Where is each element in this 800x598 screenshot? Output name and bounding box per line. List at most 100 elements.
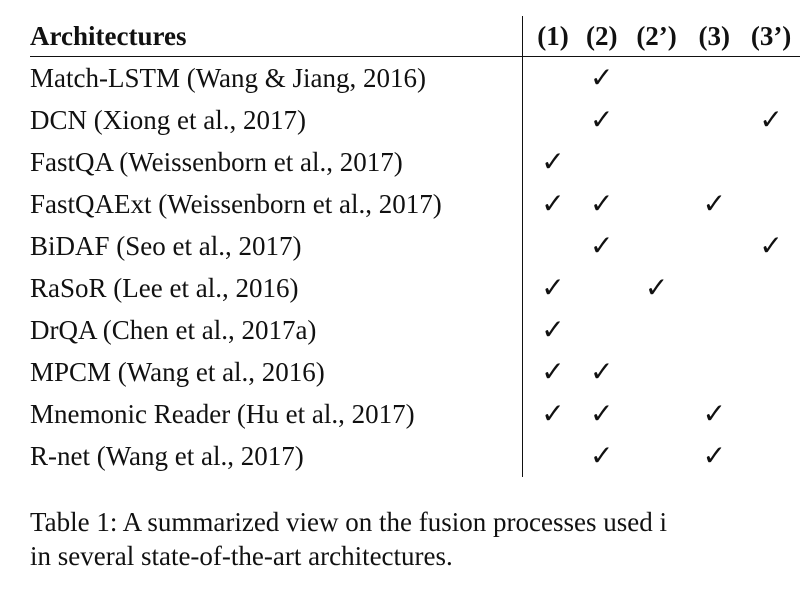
fusion-cell — [627, 435, 687, 477]
table-row: FastQAExt (Weissenborn et al., 2017) ✓ ✓ ✓ — [30, 183, 800, 225]
check-icon: ✓ — [590, 61, 614, 94]
fusion-cell — [523, 225, 577, 267]
architecture-name: DCN (Xiong et al., 2017) — [30, 99, 524, 141]
fusion-cell — [627, 99, 687, 141]
check-icon: ✓ — [541, 355, 565, 388]
check-icon: ✓ — [590, 397, 614, 430]
fusion-cell: ✓ — [523, 393, 577, 435]
fusion-cell: ✓ — [523, 267, 577, 309]
fusion-cell: ✓ — [523, 141, 577, 183]
table-row: DCN (Xiong et al., 2017) ✓ ✓ — [30, 99, 800, 141]
table-row: Mnemonic Reader (Hu et al., 2017) ✓ ✓ ✓ — [30, 393, 800, 435]
architecture-name: BiDAF (Seo et al., 2017) — [30, 225, 524, 267]
header-col-3-prime: (3’) — [742, 16, 800, 57]
architecture-name: R-net (Wang et al., 2017) — [30, 435, 524, 477]
fusion-cell — [627, 57, 687, 100]
fusion-cell — [686, 309, 742, 351]
fusion-cell: ✓ — [577, 225, 627, 267]
fusion-cell: ✓ — [742, 99, 800, 141]
fusion-cell: ✓ — [742, 225, 800, 267]
fusion-cell: ✓ — [523, 351, 577, 393]
check-icon: ✓ — [702, 397, 727, 430]
table-row: R-net (Wang et al., 2017) ✓ ✓ — [30, 435, 800, 477]
fusion-cell — [742, 351, 800, 393]
table-row: BiDAF (Seo et al., 2017) ✓ ✓ — [30, 225, 800, 267]
fusion-cell — [523, 57, 577, 100]
fusion-cell — [686, 57, 742, 100]
check-icon: ✓ — [541, 313, 565, 346]
fusion-cell — [627, 225, 687, 267]
fusion-cell — [742, 393, 800, 435]
fusion-cell — [627, 393, 687, 435]
header-row: Architectures (1) (2) (2’) (3) (3’) — [30, 16, 800, 57]
fusion-cell — [523, 435, 577, 477]
fusion-cell — [627, 309, 687, 351]
fusion-cell: ✓ — [686, 393, 742, 435]
table-body: Match-LSTM (Wang & Jiang, 2016)✓DCN (Xio… — [30, 56, 800, 477]
check-icon: ✓ — [541, 397, 565, 430]
table-row: FastQA (Weissenborn et al., 2017) ✓ — [30, 141, 800, 183]
fusion-cell: ✓ — [627, 267, 687, 309]
fusion-cell: ✓ — [577, 57, 627, 100]
check-icon: ✓ — [541, 271, 565, 304]
architecture-name: DrQA (Chen et al., 2017a) — [30, 309, 524, 351]
fusion-cell: ✓ — [523, 183, 577, 225]
fusion-cell: ✓ — [577, 393, 627, 435]
table-row: DrQA (Chen et al., 2017a) ✓ — [30, 309, 800, 351]
fusion-cell — [686, 351, 742, 393]
architecture-name: FastQA (Weissenborn et al., 2017) — [30, 141, 524, 183]
caption-line-1: Table 1: A summarized view on the fusion… — [30, 507, 667, 537]
architecture-name: FastQAExt (Weissenborn et al., 2017) — [30, 183, 524, 225]
table-row: RaSoR (Lee et al., 2016) ✓ ✓ — [30, 267, 800, 309]
check-icon: ✓ — [590, 355, 614, 388]
check-icon: ✓ — [644, 271, 669, 304]
fusion-cell — [686, 267, 742, 309]
check-icon: ✓ — [590, 439, 614, 472]
header-col-2: (2) — [576, 16, 627, 57]
fusion-cell — [742, 57, 800, 100]
check-icon: ✓ — [702, 187, 727, 220]
check-icon: ✓ — [702, 439, 727, 472]
fusion-cell — [742, 183, 800, 225]
architecture-name: Match-LSTM (Wang & Jiang, 2016) — [30, 56, 524, 99]
fusion-cell — [577, 309, 627, 351]
check-icon: ✓ — [590, 229, 614, 262]
architecture-name: MPCM (Wang et al., 2016) — [30, 351, 524, 393]
header-col-1: (1) — [522, 16, 577, 57]
fusion-cell — [627, 141, 687, 183]
fusion-cell: ✓ — [577, 351, 627, 393]
table-caption: Table 1: A summarized view on the fusion… — [30, 505, 800, 573]
table-row: Match-LSTM (Wang & Jiang, 2016) ✓ — [30, 56, 800, 100]
fusion-cell: ✓ — [686, 183, 742, 225]
check-icon: ✓ — [590, 187, 614, 220]
check-icon: ✓ — [541, 187, 565, 220]
fusion-cell — [577, 141, 627, 183]
fusion-cell — [627, 183, 687, 225]
architecture-name: Mnemonic Reader (Hu et al., 2017) — [30, 393, 524, 435]
fusion-cell: ✓ — [523, 309, 577, 351]
fusion-cell: ✓ — [577, 183, 627, 225]
fusion-cell: ✓ — [577, 99, 627, 141]
header-col-3: (3) — [686, 16, 743, 57]
fusion-table-container: Architectures (1) (2) (2’) (3) (3’) Matc… — [30, 16, 800, 477]
check-icon: ✓ — [541, 145, 565, 178]
fusion-cell — [523, 99, 577, 141]
fusion-cell — [686, 99, 742, 141]
fusion-cell — [686, 141, 742, 183]
fusion-cell: ✓ — [686, 435, 742, 477]
check-icon: ✓ — [590, 103, 614, 136]
fusion-cell — [686, 225, 742, 267]
header-col-2-prime: (2’) — [626, 16, 687, 57]
architecture-name: RaSoR (Lee et al., 2016) — [30, 267, 524, 309]
check-icon: ✓ — [759, 229, 783, 262]
fusion-cell — [742, 435, 800, 477]
fusion-cell — [627, 351, 687, 393]
table-row: MPCM (Wang et al., 2016) ✓ ✓ — [30, 351, 800, 393]
fusion-cell — [742, 309, 800, 351]
header-architectures: Architectures — [30, 16, 524, 57]
caption-line-2: in several state-of-the-art architecture… — [30, 541, 453, 571]
table-header: Architectures (1) (2) (2’) (3) (3’) — [30, 16, 800, 57]
fusion-cell — [577, 267, 627, 309]
check-icon: ✓ — [759, 103, 783, 136]
fusion-cell — [742, 141, 800, 183]
